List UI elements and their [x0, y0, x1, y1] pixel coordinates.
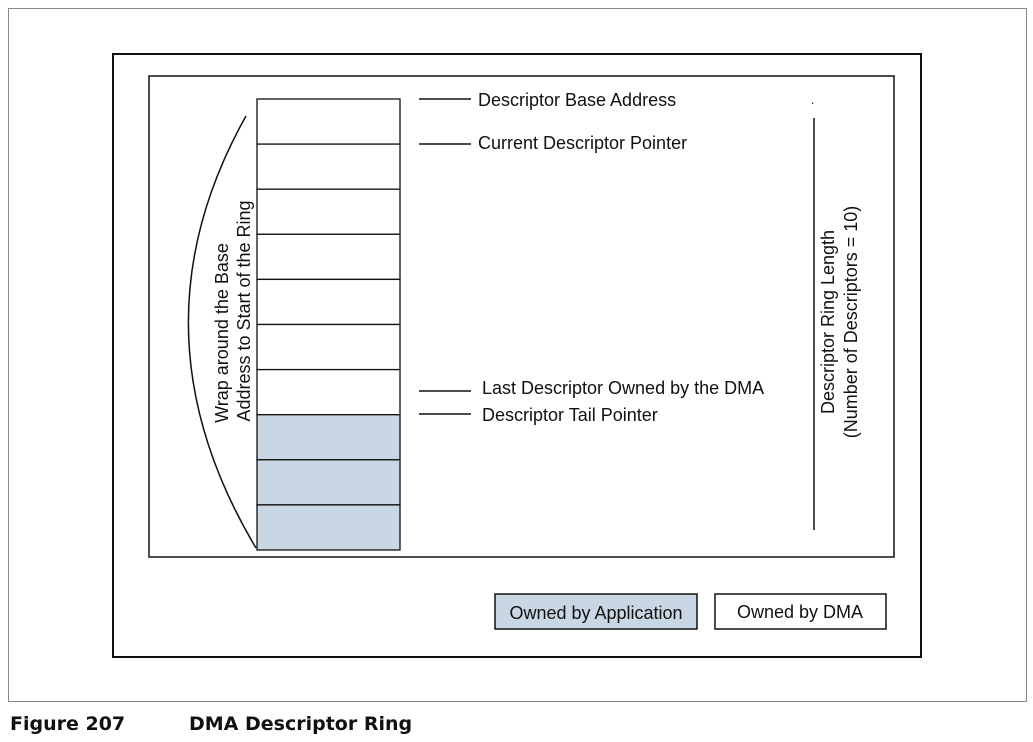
base-address-label: Descriptor Base Address [478, 90, 676, 110]
descriptor-ring [256, 98, 401, 551]
figure-title: DMA Descriptor Ring [189, 713, 413, 735]
ring-length-label-line1: Descriptor Ring Length [818, 230, 838, 414]
descriptor-cell-dma [256, 233, 401, 281]
wrap-label-line1: Wrap around the Base [212, 243, 232, 423]
last-owned-label: Last Descriptor Owned by the DMA [482, 378, 764, 398]
watermark: … [22, 712, 39, 732]
legend-application-swatch [494, 593, 698, 630]
tail-pointer-label: Descriptor Tail Pointer [482, 405, 658, 425]
legend-application-label: Owned by Application [509, 603, 682, 623]
descriptor-cell-application [256, 414, 401, 461]
legend-dma-label: Owned by DMA [737, 602, 863, 622]
legend-dma-swatch [714, 593, 887, 630]
descriptor-cell-dma [256, 368, 401, 416]
wrap-around-arc [187, 115, 257, 549]
ring-length-tick: . [811, 93, 814, 107]
descriptor-cell-dma [256, 188, 401, 235]
descriptor-cell-dma [256, 143, 401, 190]
figure-number: Figure 207 [10, 713, 126, 735]
ring-length-label-line2: (Number of Descriptors = 10) [841, 206, 861, 439]
descriptor-cell-dma [256, 278, 401, 326]
outer-frame [8, 8, 1027, 702]
figure-frame [112, 53, 922, 658]
descriptor-cell-dma [256, 98, 401, 145]
current-pointer-label: Current Descriptor Pointer [478, 133, 687, 153]
descriptor-cell-application [256, 459, 401, 506]
wrap-label-line2: Address to Start of the Ring [234, 200, 254, 421]
diagram-frame [148, 75, 895, 558]
descriptor-cell-dma [256, 323, 401, 371]
descriptor-cell-application [256, 504, 401, 551]
